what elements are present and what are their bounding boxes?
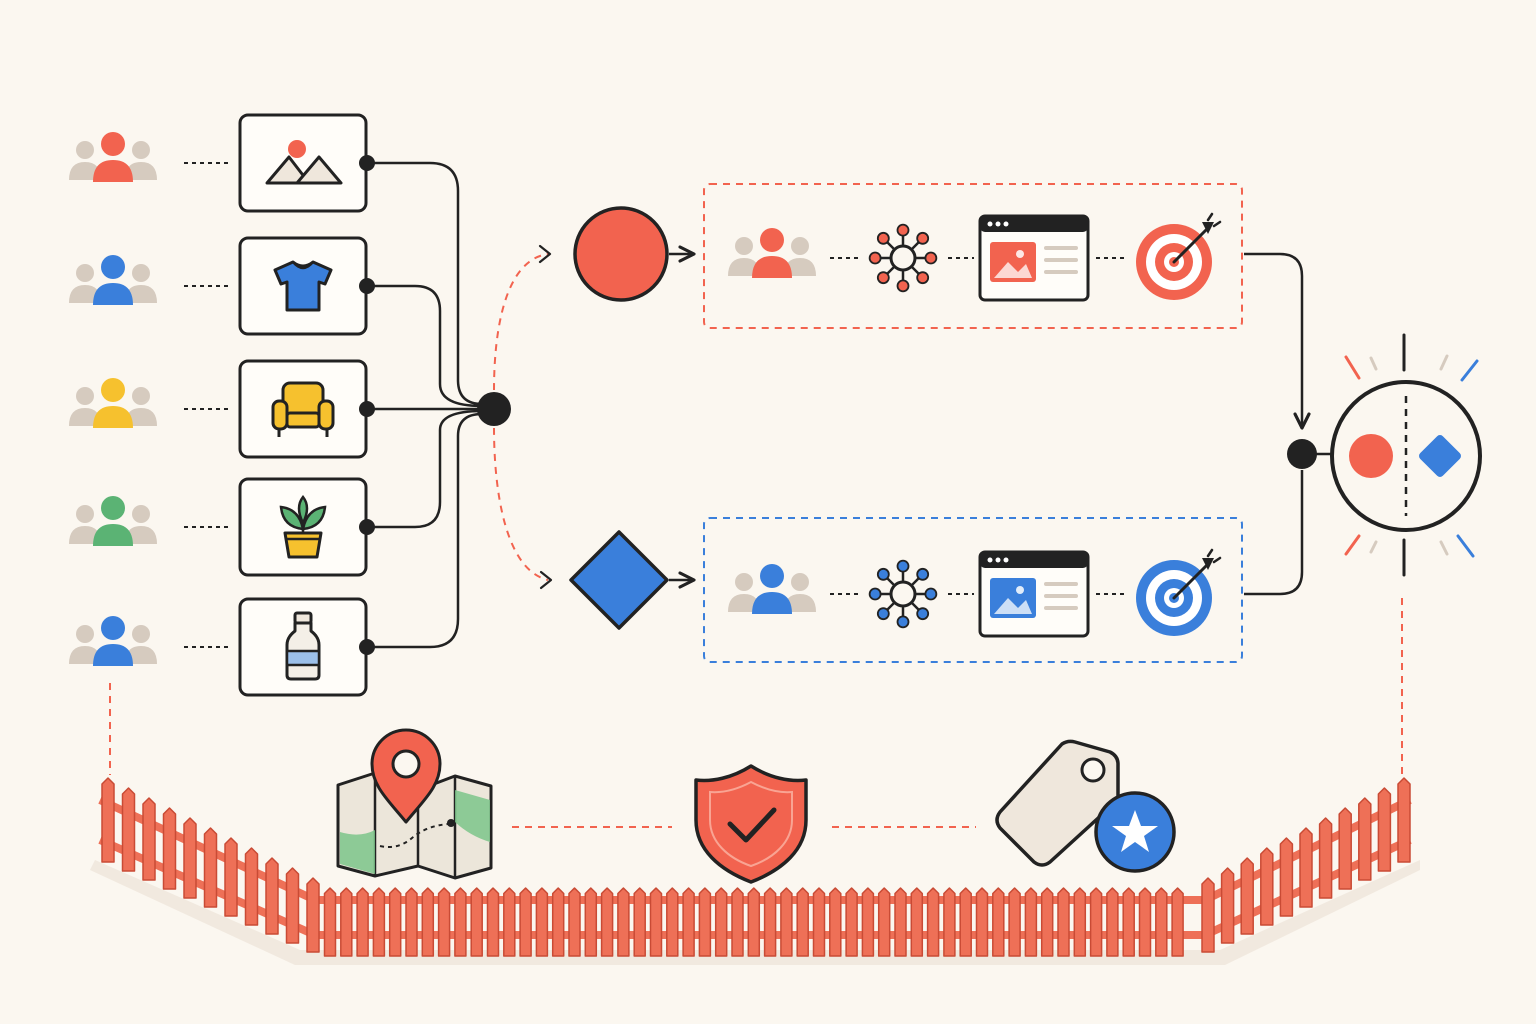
variant-a-pipeline-frame <box>703 183 1243 329</box>
people-group-icon <box>69 378 157 428</box>
people-group-icon <box>728 228 816 278</box>
audience-green <box>69 477 368 577</box>
tshirt-icon <box>273 260 333 312</box>
audience-blue-2 <box>69 597 368 697</box>
people-group-icon <box>69 616 157 666</box>
armchair-icon <box>271 381 335 437</box>
product-connector-dots <box>359 155 375 655</box>
price-tag-star-icon <box>995 739 1176 873</box>
target-icon <box>1136 212 1222 300</box>
network-node-icon <box>868 559 938 629</box>
target-icon <box>1136 548 1222 636</box>
split-hub-node <box>477 392 511 426</box>
people-group-icon <box>728 564 816 614</box>
audience-blue <box>69 236 368 336</box>
variant-b <box>569 517 1243 663</box>
audience-yellow <box>69 359 368 459</box>
variant-b-pipeline-frame <box>703 517 1243 663</box>
fence-icon <box>90 777 1420 965</box>
split-compare-icon <box>1330 333 1482 577</box>
potted-plant-icon <box>279 494 327 559</box>
branch-a-steps <box>728 212 1222 302</box>
web-ad-window-icon <box>978 550 1090 638</box>
audience-red <box>69 113 368 213</box>
image-icon <box>265 140 343 185</box>
people-group-icon <box>69 132 157 182</box>
product-card <box>238 113 368 213</box>
network-node-icon <box>868 223 938 293</box>
web-ad-window-icon <box>978 214 1090 302</box>
pipelines <box>728 212 1222 638</box>
variant-a <box>573 183 1243 329</box>
shield-check-icon <box>694 764 808 884</box>
merge-connectors <box>1244 252 1331 596</box>
dashed-guide-lines <box>109 598 1403 828</box>
branch-b-steps <box>728 548 1222 638</box>
product-connectors <box>367 161 483 649</box>
audience-list <box>69 113 368 697</box>
people-group-icon <box>69 496 157 546</box>
map-pin-icon <box>336 728 493 880</box>
bottle-icon <box>285 611 321 681</box>
variant-a-circle <box>573 206 669 302</box>
variant-b-diamond <box>569 530 669 630</box>
merge-node <box>1287 439 1317 469</box>
people-group-icon <box>69 255 157 305</box>
split-paths <box>493 253 549 581</box>
split-arrowheads <box>538 244 553 590</box>
